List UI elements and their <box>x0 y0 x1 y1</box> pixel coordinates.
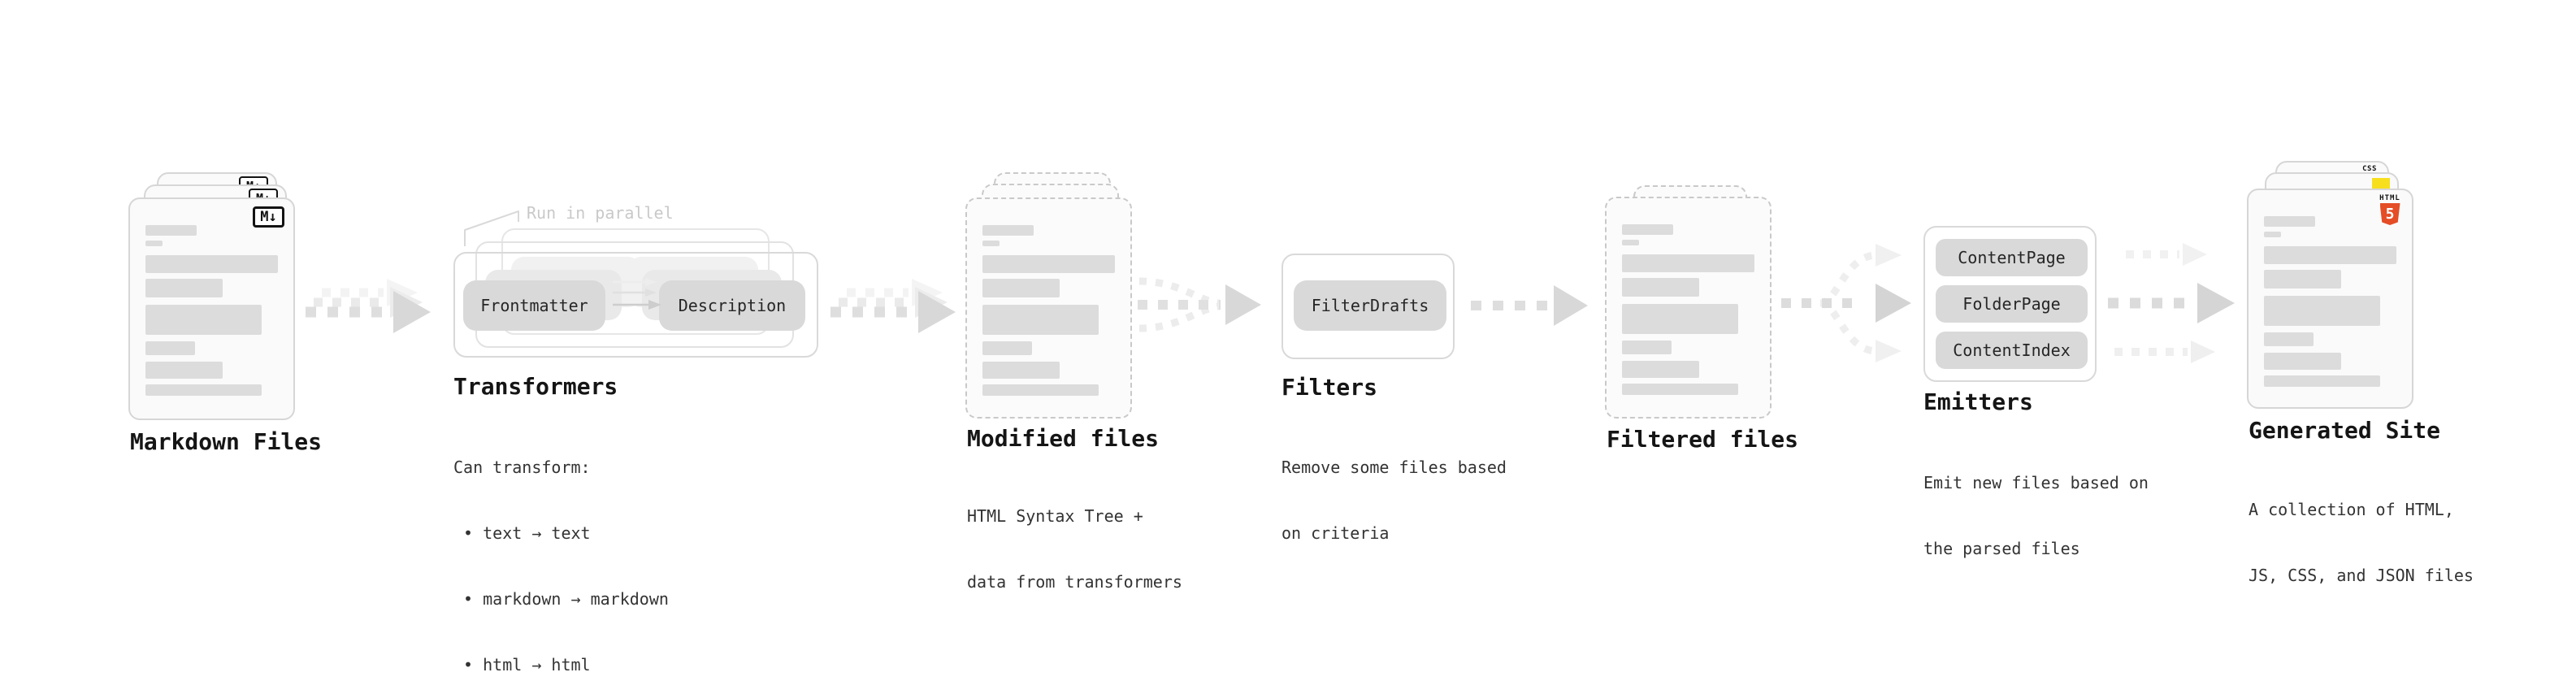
text-placeholder-bar <box>2264 216 2315 227</box>
text-placeholder-bar <box>1622 278 1699 297</box>
text-placeholder-bar <box>982 279 1060 297</box>
markdown-file-card-front: M↓ <box>128 197 295 420</box>
arrow-modified-to-filters-merge <box>1138 277 1261 332</box>
transformers-description: Can transform: • text → text • markdown … <box>453 458 669 674</box>
modified-files-description: HTML Syntax Tree + data from transformer… <box>967 506 1182 592</box>
text-placeholder-bar <box>145 384 262 396</box>
text-placeholder-bar <box>2264 246 2396 264</box>
document-text-placeholder <box>2264 216 2402 387</box>
modified-files-title: Modified files <box>967 425 1160 452</box>
document-text-placeholder <box>982 225 1121 396</box>
transformers-title: Transformers <box>453 373 618 400</box>
transformer-box-front: Frontmatter Description <box>453 252 818 358</box>
css-icon: CSS <box>2362 165 2377 173</box>
arrow-emitters-to-generated <box>2108 243 2235 363</box>
arrow-transformers-to-modified <box>830 279 956 333</box>
text-placeholder-bar <box>145 305 262 335</box>
text-placeholder-bar <box>982 305 1099 335</box>
text-placeholder-bar <box>145 362 223 379</box>
markdown-file-stack: M↓ M↓ M↓ <box>128 172 327 421</box>
html5-icon: HTML 5 <box>2378 195 2402 225</box>
text-placeholder-bar <box>982 384 1099 396</box>
text-placeholder-bar <box>982 341 1032 355</box>
document-text-placeholder <box>145 225 284 396</box>
generated-file-card-front: HTML 5 <box>2247 189 2413 409</box>
text-placeholder-bar <box>982 362 1060 379</box>
generated-site-stack: CSS HTML 5 <box>2247 161 2422 409</box>
run-in-parallel-annotation: Run in parallel <box>527 203 674 223</box>
document-text-placeholder <box>1622 224 1760 395</box>
text-placeholder-bar <box>2264 232 2281 237</box>
filters-description: Remove some files based on criteria <box>1281 458 1507 543</box>
text-placeholder-bar <box>2264 332 2314 346</box>
emitters-box: ContentPage FolderPage ContentIndex <box>1923 226 2097 382</box>
text-placeholder-bar <box>145 341 195 355</box>
filters-title: Filters <box>1281 374 1378 401</box>
text-placeholder-bar <box>1622 224 1673 235</box>
text-placeholder-bar <box>145 241 163 246</box>
text-placeholder-bar <box>145 279 223 297</box>
text-placeholder-bar <box>1622 254 1754 272</box>
filters-box: FilterDrafts <box>1281 254 1455 359</box>
text-placeholder-bar <box>1622 240 1639 245</box>
markdown-icon: M↓ <box>253 206 284 228</box>
filtered-file-card-front <box>1605 197 1772 419</box>
emitters-title: Emitters <box>1923 388 2033 415</box>
text-placeholder-bar <box>2264 375 2380 387</box>
pill-folderpage: FolderPage <box>1936 285 2088 323</box>
text-placeholder-bar <box>1622 361 1699 378</box>
pill-filterdrafts: FilterDrafts <box>1294 280 1446 331</box>
markdown-files-title: Markdown Files <box>130 428 323 455</box>
run-in-parallel-leader-line <box>464 210 519 246</box>
js-icon <box>2372 178 2390 189</box>
modified-file-card-front <box>965 197 1132 419</box>
text-placeholder-bar <box>2264 296 2380 326</box>
filtered-files-title: Filtered files <box>1607 426 1799 453</box>
text-placeholder-bar <box>1622 304 1738 334</box>
text-placeholder-bar <box>145 255 278 273</box>
arrow-markdown-to-transformers <box>306 279 431 333</box>
generated-site-description: A collection of HTML, JS, CSS, and JSON … <box>2249 500 2474 585</box>
emitters-description: Emit new files based on the parsed files <box>1923 473 2149 558</box>
text-placeholder-bar <box>982 255 1115 273</box>
modified-file-stack <box>965 172 1142 419</box>
filtered-file-stack <box>1605 185 1780 419</box>
pill-frontmatter: Frontmatter <box>463 280 605 331</box>
text-placeholder-bar <box>145 225 197 236</box>
text-placeholder-bar <box>2264 270 2341 288</box>
transformer-pill-arrows <box>613 278 661 310</box>
generated-site-title: Generated Site <box>2249 417 2441 444</box>
pill-contentpage: ContentPage <box>1936 239 2088 276</box>
text-placeholder-bar <box>2264 353 2341 370</box>
arrow-filters-to-filtered <box>1471 285 1588 326</box>
pill-description: Description <box>659 280 805 331</box>
arrow-filtered-to-emitters-fanout <box>1781 244 1911 362</box>
text-placeholder-bar <box>982 225 1034 236</box>
pill-contentindex: ContentIndex <box>1936 332 2088 369</box>
text-placeholder-bar <box>982 241 1000 246</box>
text-placeholder-bar <box>1622 340 1672 354</box>
text-placeholder-bar <box>1622 384 1738 395</box>
